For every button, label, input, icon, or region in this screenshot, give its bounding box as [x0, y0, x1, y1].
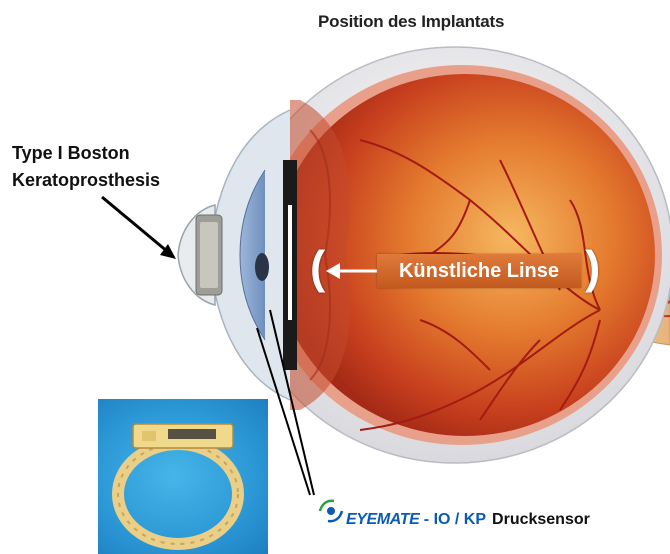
kpro-arrow [102, 197, 168, 252]
sensor-caption: EYEMATE - IO / KP Drucksensor [316, 511, 590, 529]
kpro-label-line1: Type I Boston [12, 140, 160, 167]
sensor-photo [98, 399, 268, 554]
lens-bracket-left: ( [310, 244, 325, 290]
diagram-title: Position des Implantats [318, 12, 504, 32]
lens-label: Künstliche Linse [377, 254, 581, 288]
sensor-word: Drucksensor [492, 511, 590, 528]
kpro-label: Type I Boston Keratoprosthesis [12, 140, 160, 194]
pupil [255, 253, 269, 281]
sensor-model: - IO / KP [419, 511, 486, 528]
lens-bracket-right: ) [585, 244, 600, 290]
sensor-brand: EYEMATE [346, 511, 419, 528]
kpro-label-line2: Keratoprosthesis [12, 167, 160, 194]
